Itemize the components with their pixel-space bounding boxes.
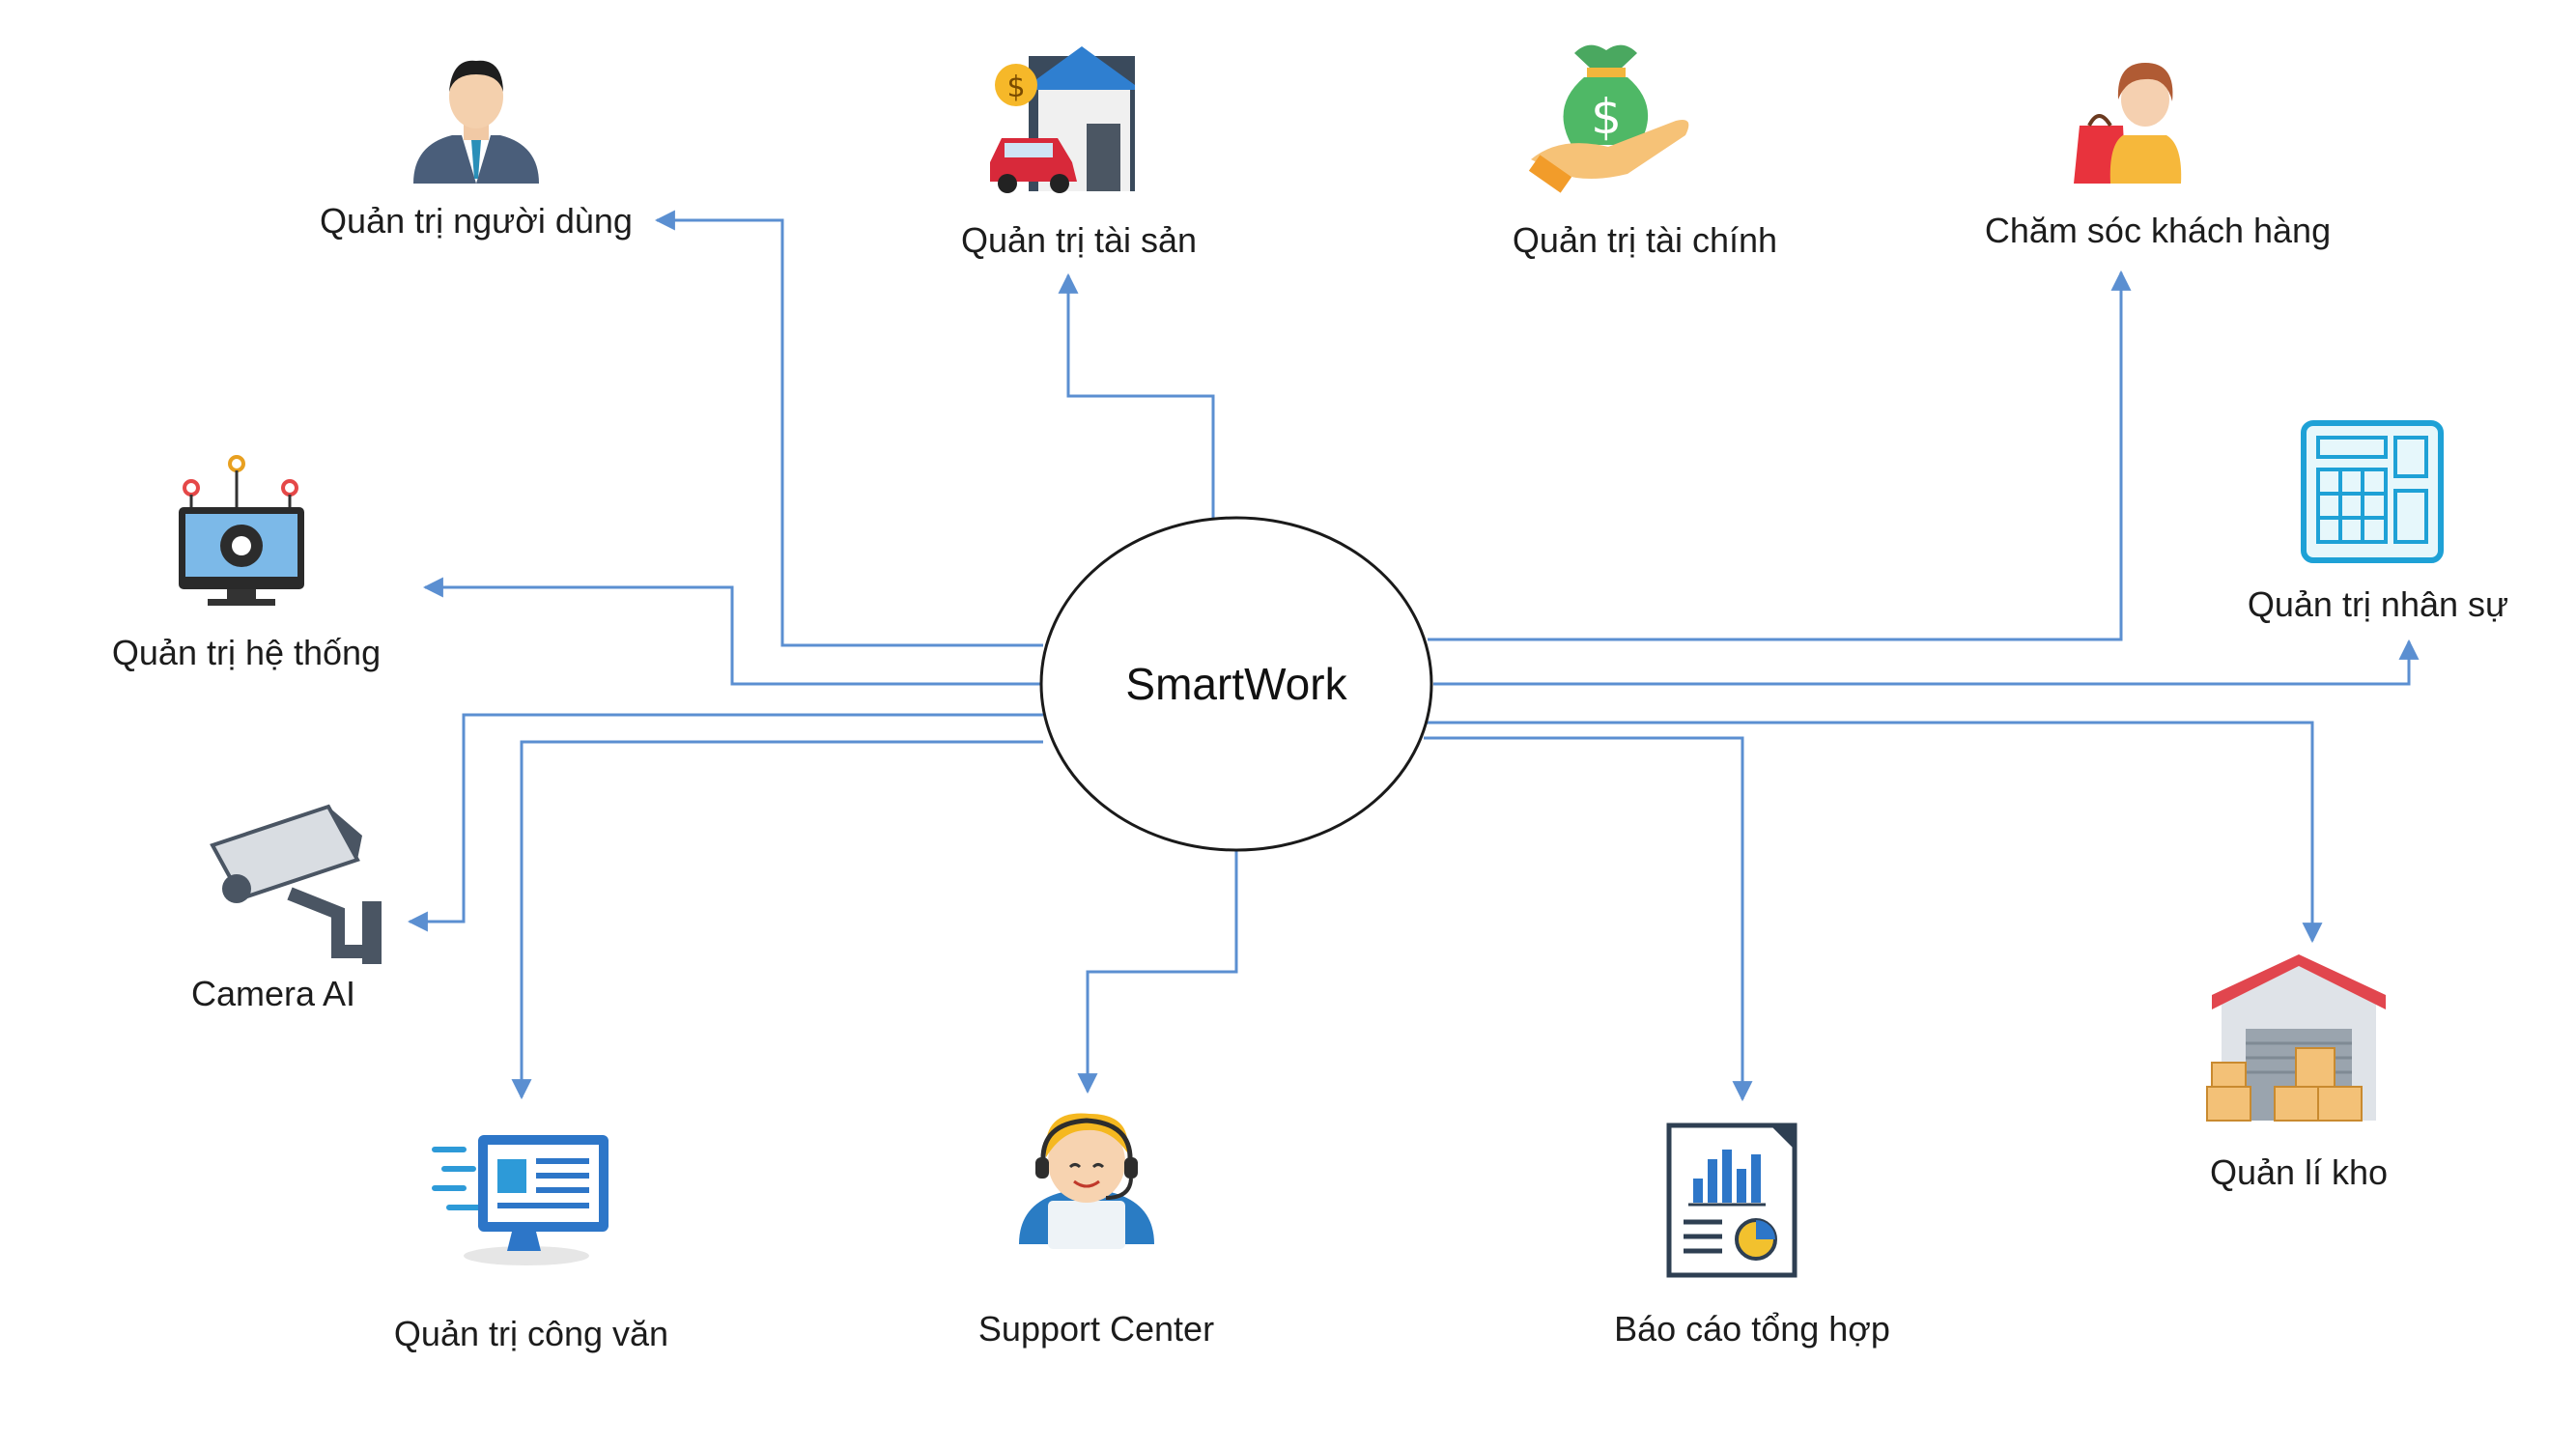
warehouse-icon bbox=[2206, 954, 2386, 1122]
house-car-icon: $ bbox=[990, 46, 1135, 193]
node-label-summary-report: Báo cáo tổng hợp bbox=[1614, 1309, 1890, 1349]
support-agent-icon bbox=[1019, 1113, 1154, 1249]
node-label-finance-admin: Quản trị tài chính bbox=[1512, 220, 1778, 260]
connector-user-admin bbox=[654, 210, 1043, 647]
svg-text:$: $ bbox=[1591, 89, 1622, 145]
connector-customer-care bbox=[1428, 270, 2132, 641]
node-label-document-admin: Quản trị công văn bbox=[393, 1314, 669, 1353]
node-label-asset-admin: Quản trị tài sản bbox=[960, 220, 1198, 260]
connector-document-admin bbox=[511, 740, 1043, 1100]
connector-system-admin bbox=[422, 577, 1043, 686]
connector-camera-ai bbox=[407, 713, 1043, 932]
connector-hr-admin bbox=[1433, 639, 2420, 686]
businessman-icon bbox=[413, 60, 539, 184]
connector-summary-report bbox=[1424, 736, 1753, 1102]
node-label-customer-care: Chăm sóc khách hàng bbox=[1984, 211, 2332, 250]
monitor-gear-icon bbox=[179, 455, 304, 606]
money-bag-hand-icon: $ bbox=[1528, 44, 1689, 193]
node-label-support-center: Support Center bbox=[977, 1309, 1215, 1349]
connector-warehouse bbox=[1426, 721, 2323, 944]
smartwork-center-label: SmartWork bbox=[1125, 659, 1347, 709]
security-camera-icon bbox=[210, 804, 382, 964]
node-label-user-admin: Quản trị người dùng bbox=[320, 201, 633, 241]
connector-asset-admin bbox=[1058, 272, 1215, 520]
node-label-warehouse: Quản lí kho bbox=[2209, 1152, 2389, 1192]
node-label-hr-admin: Quản trị nhân sự bbox=[2247, 584, 2509, 624]
node-label-camera-ai: Camera AI bbox=[190, 974, 356, 1013]
smartwork-center-ellipse[interactable] bbox=[1039, 516, 1433, 852]
hr-terminal-icon bbox=[2301, 420, 2444, 563]
connector-support-center bbox=[1077, 848, 1238, 1094]
report-chart-icon bbox=[1666, 1122, 1798, 1278]
node-label-system-admin: Quản trị hệ thống bbox=[111, 633, 382, 672]
svg-text:$: $ bbox=[1006, 71, 1025, 104]
shopper-woman-icon bbox=[2074, 63, 2182, 184]
document-screen-icon bbox=[432, 1135, 609, 1265]
connectors bbox=[407, 210, 2420, 1102]
